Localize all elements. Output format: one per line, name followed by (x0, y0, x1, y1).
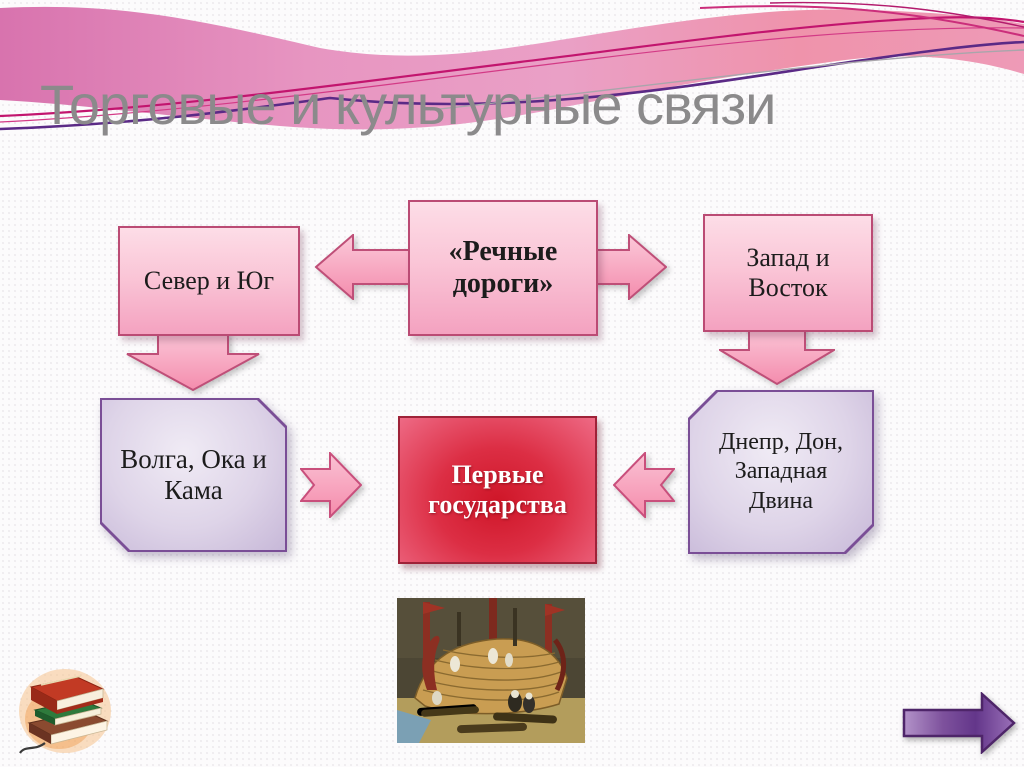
slide-title: Торговые и культурные связи (40, 73, 776, 136)
box-north-south: Север и Юг (118, 226, 300, 336)
box-river-roads-label: «Речные дороги» (448, 236, 558, 299)
chevron-arrow-left-icon (613, 452, 675, 518)
pink-band (0, 6, 1024, 130)
box-west-east-label: Запад и Восток (746, 243, 830, 302)
corner-magenta-curve-2 (769, 1, 1024, 28)
box-dnepr-don-dvina: Днепр, Дон, Западная Двина (688, 390, 874, 554)
box-west-east: Запад и Восток (703, 214, 873, 332)
arrow-left-river-roads-icon (315, 234, 411, 300)
box-volga-fill (102, 400, 285, 550)
magenta-swoosh-thin (0, 27, 1024, 123)
magenta-swoosh (0, 16, 1024, 118)
chevron-arrow-right-icon (300, 452, 362, 518)
box-north-south-label: Север и Юг (143, 266, 275, 295)
corner-magenta-curve (699, 5, 1024, 37)
box-river-roads: «Речные дороги» (408, 200, 598, 336)
box-volga-label: Волга, Ока и Кама (120, 444, 267, 505)
purple-swoosh (0, 40, 1024, 131)
box-first-states-label: Первые государства (428, 460, 567, 519)
box-dnepr-label: Днепр, Дон, Западная Двина (719, 429, 843, 514)
boat-building-painting (397, 598, 585, 743)
arrow-down-north-south-icon (126, 330, 260, 392)
arrow-down-west-east-icon (719, 326, 835, 386)
header-wave-decoration (0, 1, 1024, 131)
gray-swoosh (429, 49, 1024, 111)
box-dnepr-fill (690, 392, 872, 552)
books-clipart (19, 669, 111, 754)
box-volga-oka-kama: Волга, Ока и Кама (100, 398, 287, 552)
next-arrow-icon[interactable] (902, 692, 1016, 754)
box-first-states: Первые государства (398, 416, 597, 564)
